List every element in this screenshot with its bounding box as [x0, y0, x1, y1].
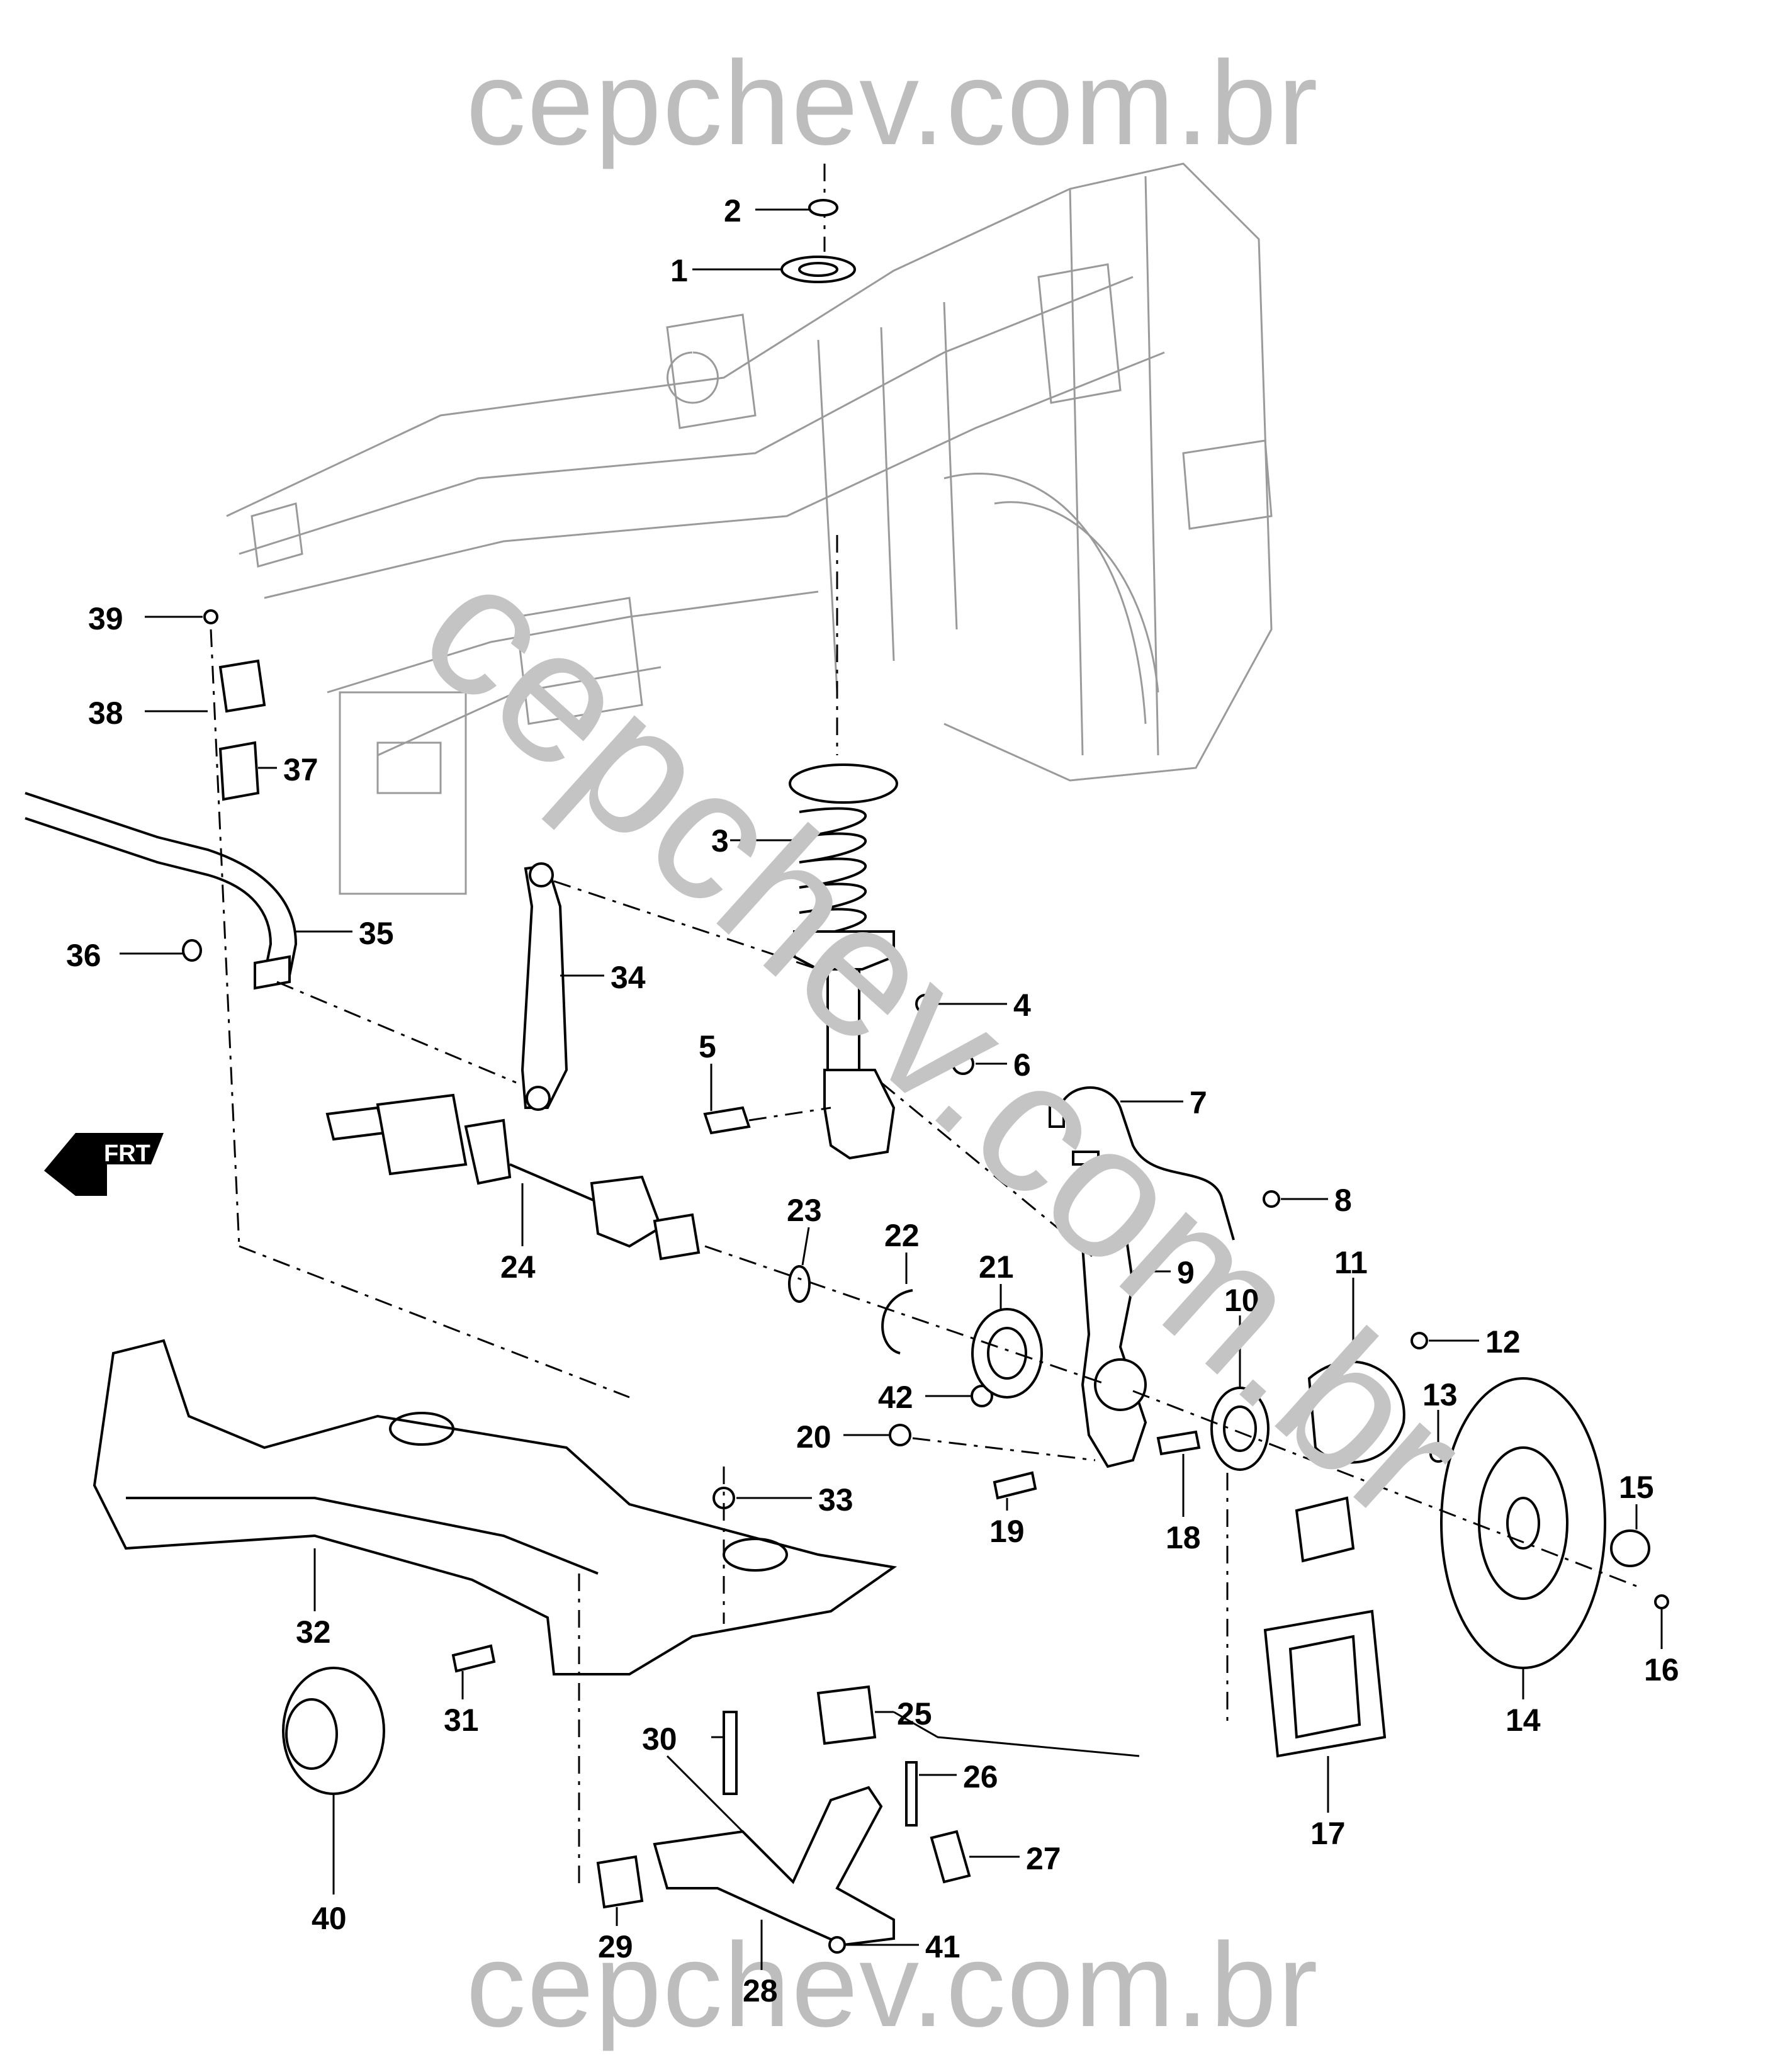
callout-41: 41: [925, 1929, 960, 1964]
callout-labels: 2 1 3 4 5 6 7 8 9 10 11 12 13 14 15 16 1…: [66, 193, 1679, 2008]
callout-23: 23: [787, 1193, 822, 1228]
knuckle-fasteners: [843, 1385, 1201, 1517]
callout-2: 2: [724, 193, 741, 228]
callout-15: 15: [1619, 1470, 1654, 1505]
callout-24: 24: [500, 1249, 536, 1285]
callout-17: 17: [1310, 1816, 1346, 1851]
frt-label: FRT: [104, 1140, 150, 1167]
callout-37: 37: [283, 752, 318, 787]
callout-9: 9: [1177, 1255, 1195, 1290]
callout-30: 30: [642, 1721, 677, 1757]
callout-39: 39: [88, 601, 123, 636]
callout-3: 3: [711, 823, 729, 859]
callout-6: 6: [1013, 1047, 1031, 1083]
stabilizer-bar: [25, 609, 819, 1399]
callout-34: 34: [611, 960, 646, 995]
callout-10: 10: [1224, 1283, 1259, 1318]
callout-21: 21: [979, 1249, 1014, 1285]
callout-4: 4: [1013, 988, 1031, 1023]
brake-disc: [1132, 1377, 1669, 1699]
drive-shaft: [325, 1093, 1108, 1386]
control-arm: [578, 1574, 919, 1970]
bearing-rings: [788, 1227, 1043, 1399]
callout-11: 11: [1334, 1245, 1368, 1280]
hub-and-shield: [1210, 1278, 1479, 1563]
subframe-mounts: [711, 1467, 1140, 1795]
callout-36: 36: [66, 938, 101, 973]
callout-40: 40: [312, 1901, 347, 1936]
callout-18: 18: [1166, 1520, 1201, 1555]
callout-8: 8: [1334, 1183, 1352, 1218]
callout-1: 1: [670, 253, 688, 288]
subframe-bushing: [282, 1667, 385, 1895]
callout-31: 31: [444, 1703, 479, 1738]
steering-knuckle: [881, 1081, 1171, 1468]
callout-42: 42: [878, 1380, 913, 1415]
brake-hose: [1049, 1086, 1328, 1241]
callout-29: 29: [598, 1929, 633, 1964]
strut-fasteners: [703, 994, 1007, 1135]
callout-35: 35: [359, 916, 394, 951]
callout-12: 12: [1485, 1324, 1521, 1360]
callout-13: 13: [1422, 1377, 1458, 1412]
strut-assembly: [730, 763, 898, 1160]
callout-25: 25: [897, 1696, 932, 1731]
front-arrow-icon: FRT: [44, 1133, 164, 1196]
ball-joint: [905, 1761, 1020, 1884]
brake-caliper: [1226, 1473, 1387, 1813]
callout-7: 7: [1190, 1085, 1207, 1120]
watermark-bottom: cepchev.com.br: [466, 1918, 1319, 2052]
callout-19: 19: [989, 1514, 1025, 1549]
subframe-bolt: [451, 1644, 496, 1699]
subframe: [93, 1339, 898, 1675]
callout-33: 33: [818, 1482, 853, 1517]
callout-32: 32: [296, 1614, 331, 1650]
callout-14: 14: [1506, 1703, 1541, 1738]
callout-20: 20: [796, 1419, 831, 1455]
strut-mount-parts: [692, 164, 856, 755]
callout-28: 28: [743, 1973, 778, 2008]
callout-22: 22: [884, 1218, 920, 1253]
body-structure: [226, 162, 1273, 895]
callout-16: 16: [1644, 1652, 1679, 1687]
callout-5: 5: [699, 1029, 716, 1064]
callout-26: 26: [963, 1759, 998, 1794]
watermark-top: cepchev.com.br: [466, 37, 1319, 170]
callout-27: 27: [1026, 1841, 1061, 1876]
callout-38: 38: [88, 695, 123, 731]
